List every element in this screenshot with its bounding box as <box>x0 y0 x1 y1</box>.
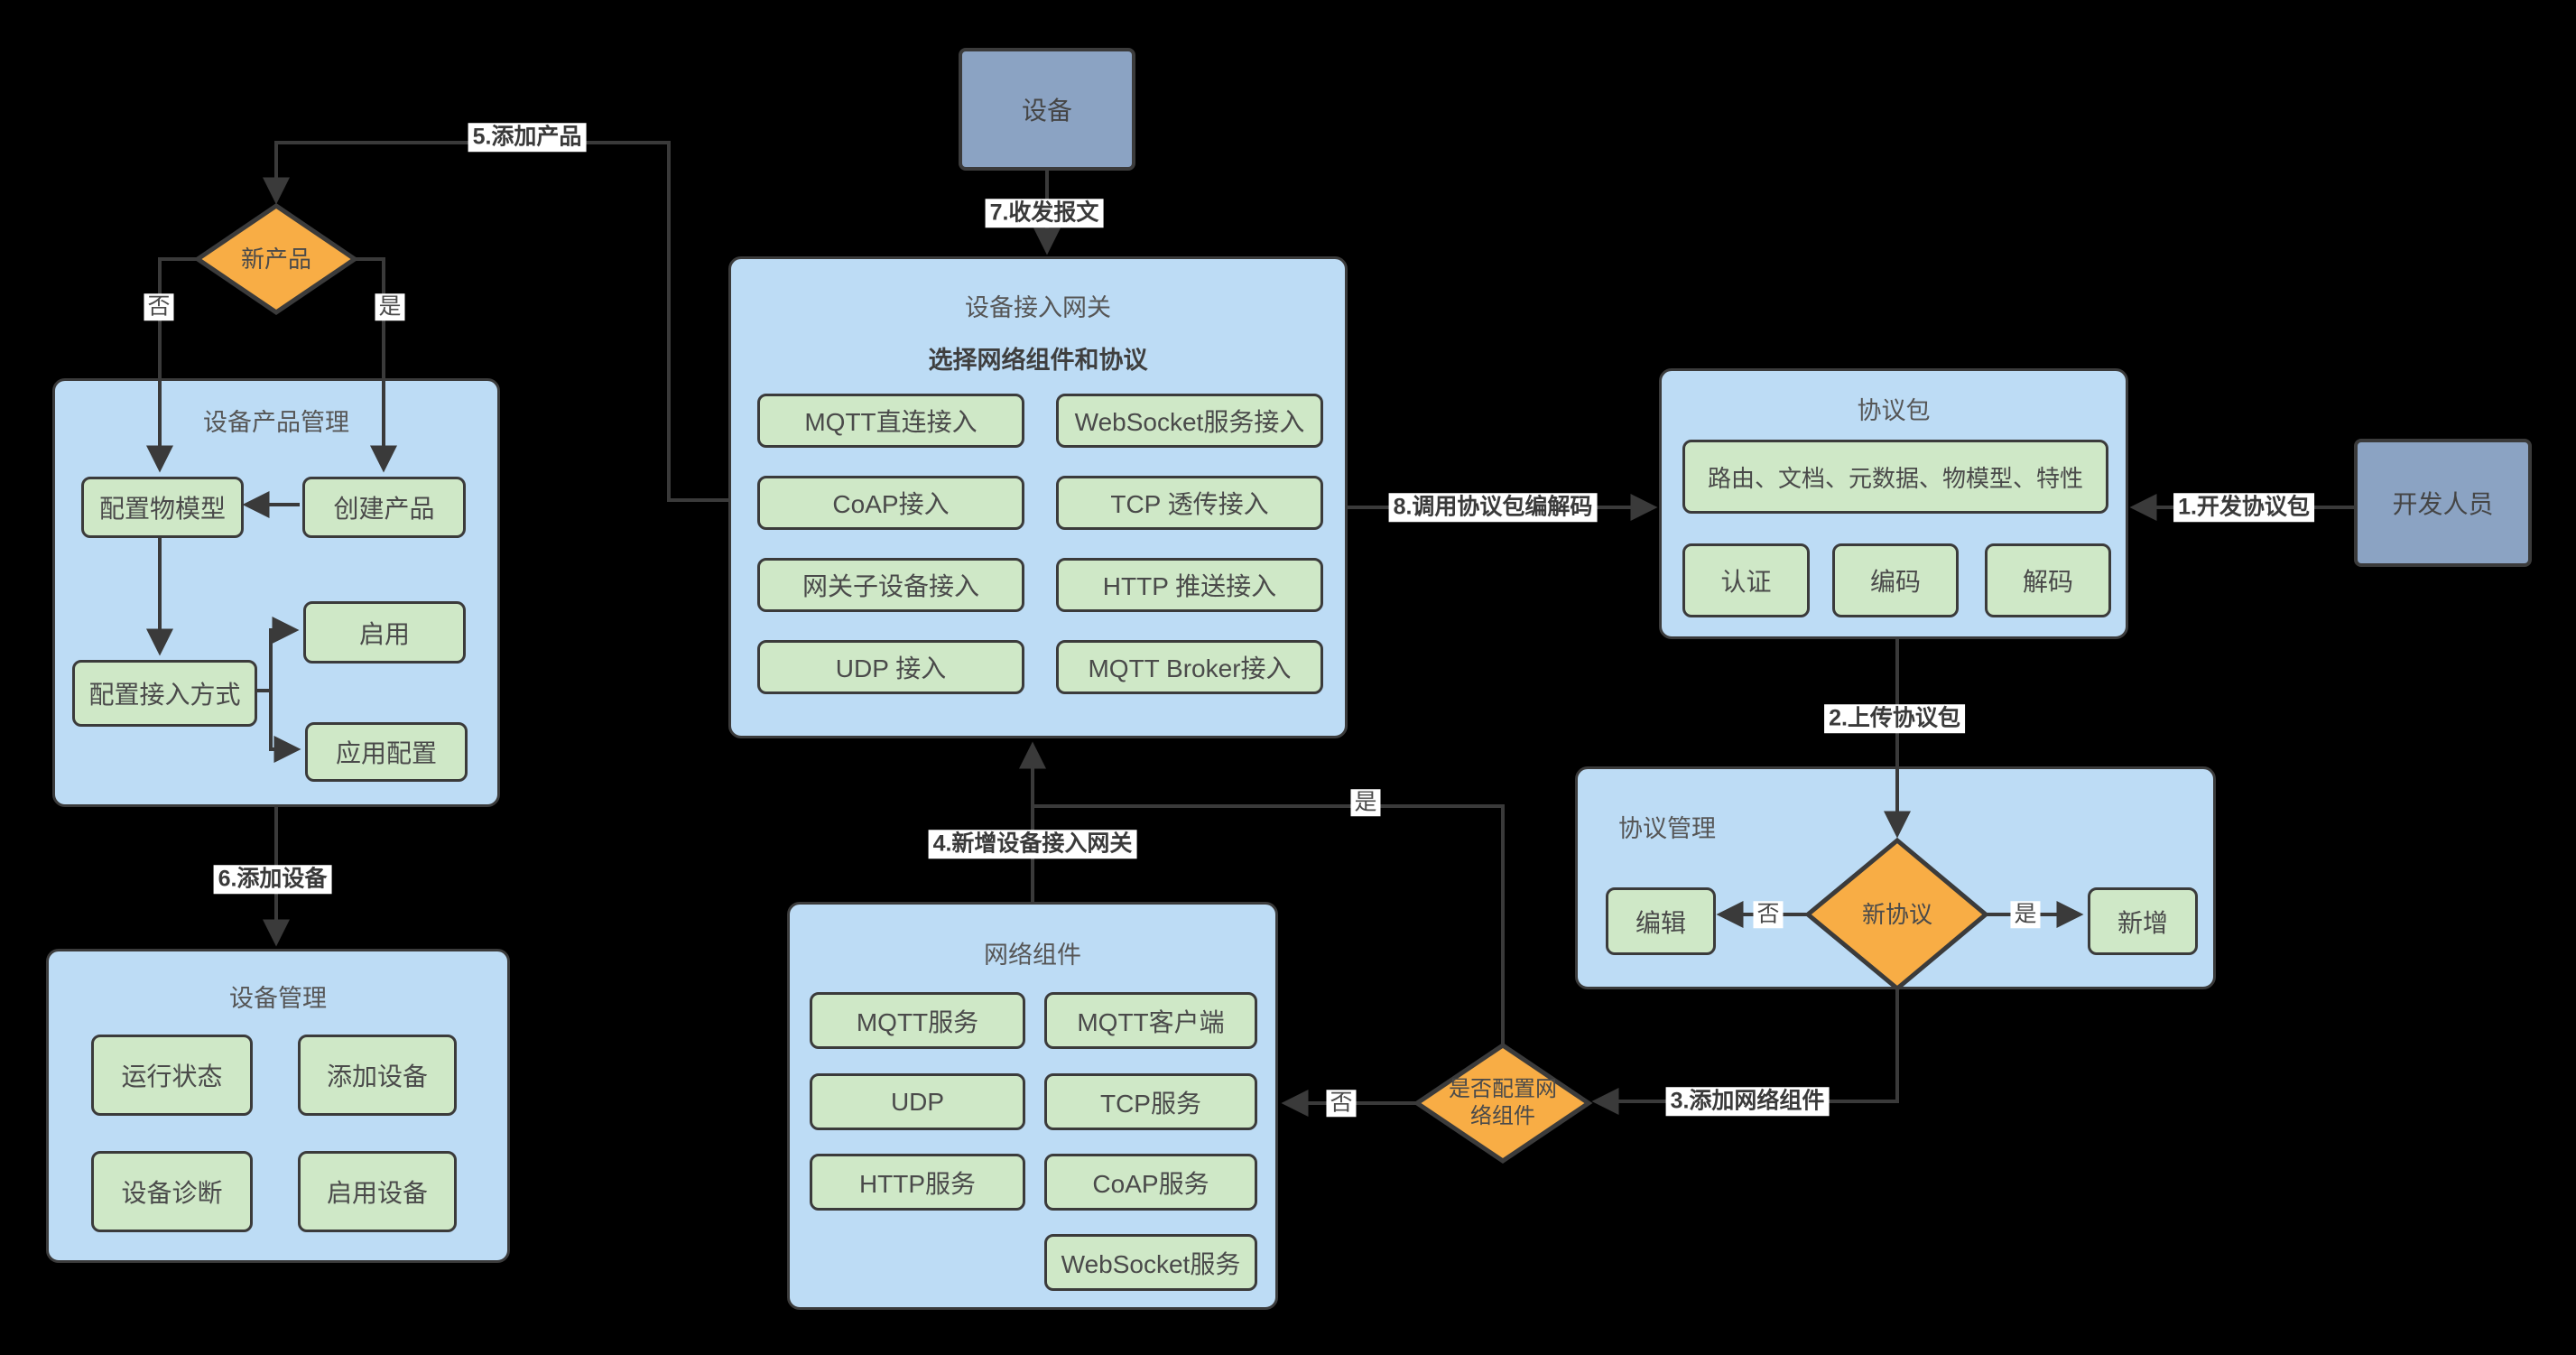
gateway-btn-mqtt-direct: MQTT直连接入 <box>757 394 1024 448</box>
gateway-btn-websocket: WebSocket服务接入 <box>1056 394 1323 448</box>
app-config-node: 应用配置 <box>305 722 468 782</box>
create-product-node: 创建产品 <box>302 477 466 538</box>
edit-protocol-node: 编辑 <box>1606 887 1716 955</box>
developer-node: 开发人员 <box>2354 439 2532 567</box>
device-mgmt-container: 设备管理 运行状态 添加设备 设备诊断 启用设备 <box>46 949 510 1263</box>
edge-label-6: 6.添加设备 <box>213 865 332 894</box>
edge-label-8: 8.调用协议包编解码 <box>1388 493 1598 522</box>
product-mgmt-container: 设备产品管理 配置物模型 创建产品 启用 配置接入方式 应用配置 <box>52 378 500 807</box>
edge-label-2: 2.上传协议包 <box>1824 704 1965 733</box>
product-mgmt-title: 设备产品管理 <box>203 409 349 436</box>
gateway-title: 设备接入网关 <box>965 294 1111 321</box>
device-node-label: 设备 <box>1021 97 1072 125</box>
developer-node-label: 开发人员 <box>2392 490 2494 518</box>
gateway-btn-http: HTTP 推送接入 <box>1056 558 1323 612</box>
encode-node: 编码 <box>1832 543 1959 617</box>
network-comp-container: 网络组件 MQTT服务 MQTT客户端 UDP TCP服务 HTTP服务 CoA… <box>787 902 1278 1310</box>
mqtt-service-node: MQTT服务 <box>810 992 1025 1049</box>
coap-service-node: CoAP服务 <box>1044 1154 1257 1211</box>
config-access-node: 配置接入方式 <box>72 660 257 727</box>
config-network-no-label: 否 <box>1326 1090 1357 1117</box>
new-protocol-yes-label: 是 <box>2010 901 2041 928</box>
gateway-container: 设备接入网关 选择网络组件和协议 MQTT直连接入 WebSocket服务接入 … <box>728 256 1348 738</box>
websocket-service-node: WebSocket服务 <box>1044 1234 1257 1291</box>
protocol-pkg-routes-node: 路由、文档、元数据、物模型、特性 <box>1682 440 2108 514</box>
gateway-btn-tcp: TCP 透传接入 <box>1056 476 1323 530</box>
new-product-no-label: 否 <box>144 293 174 320</box>
protocol-mgmt-container: 协议管理 编辑 新增 <box>1575 766 2216 989</box>
edge-mgmt-to-config-network <box>1591 989 1899 1115</box>
edge-label-1: 1.开发协议包 <box>2173 493 2314 522</box>
mqtt-client-node: MQTT客户端 <box>1044 992 1257 1049</box>
udp-node: UDP <box>810 1073 1025 1130</box>
device-node: 设备 <box>959 48 1135 171</box>
config-network-yes-label: 是 <box>1350 789 1381 816</box>
protocol-pkg-container: 协议包 路由、文档、元数据、物模型、特性 认证 编码 解码 <box>1659 368 2128 639</box>
enable-device-node: 启用设备 <box>298 1151 457 1232</box>
gateway-btn-subdevice: 网关子设备接入 <box>757 558 1024 612</box>
gateway-btn-mqtt-broker: MQTT Broker接入 <box>1056 640 1323 694</box>
add-protocol-node: 新增 <box>2088 887 2198 955</box>
new-product-yes-label: 是 <box>375 293 405 320</box>
gateway-btn-udp: UDP 接入 <box>757 640 1024 694</box>
gateway-btn-coap: CoAP接入 <box>757 476 1024 530</box>
config-network-diamond-label: 是否配置网 络组件 <box>1449 1077 1557 1128</box>
new-protocol-diamond-label: 新协议 <box>1861 900 1933 928</box>
new-protocol-no-label: 否 <box>1753 901 1784 928</box>
auth-node: 认证 <box>1682 543 1810 617</box>
edge-label-5: 5.添加产品 <box>468 123 587 152</box>
protocol-pkg-title: 协议包 <box>1857 397 1931 424</box>
new-product-diamond-label: 新产品 <box>240 245 312 273</box>
gateway-subtitle: 选择网络组件和协议 <box>928 347 1148 374</box>
add-device-node: 添加设备 <box>298 1035 457 1116</box>
enable-node: 启用 <box>303 601 466 664</box>
network-comp-title: 网络组件 <box>984 942 1081 969</box>
edge-label-7: 7.收发报文 <box>985 199 1104 227</box>
tcp-service-node: TCP服务 <box>1044 1073 1257 1130</box>
edge-label-4: 4.新增设备接入网关 <box>928 830 1137 858</box>
edge-label-3: 3.添加网络组件 <box>1665 1087 1830 1116</box>
device-diagnose-node: 设备诊断 <box>91 1151 253 1232</box>
http-service-node: HTTP服务 <box>810 1154 1025 1211</box>
decode-node: 解码 <box>1985 543 2111 617</box>
run-status-node: 运行状态 <box>91 1035 253 1116</box>
protocol-mgmt-title: 协议管理 <box>1618 815 1716 842</box>
device-mgmt-title: 设备管理 <box>229 985 327 1012</box>
config-model-node: 配置物模型 <box>81 477 244 538</box>
